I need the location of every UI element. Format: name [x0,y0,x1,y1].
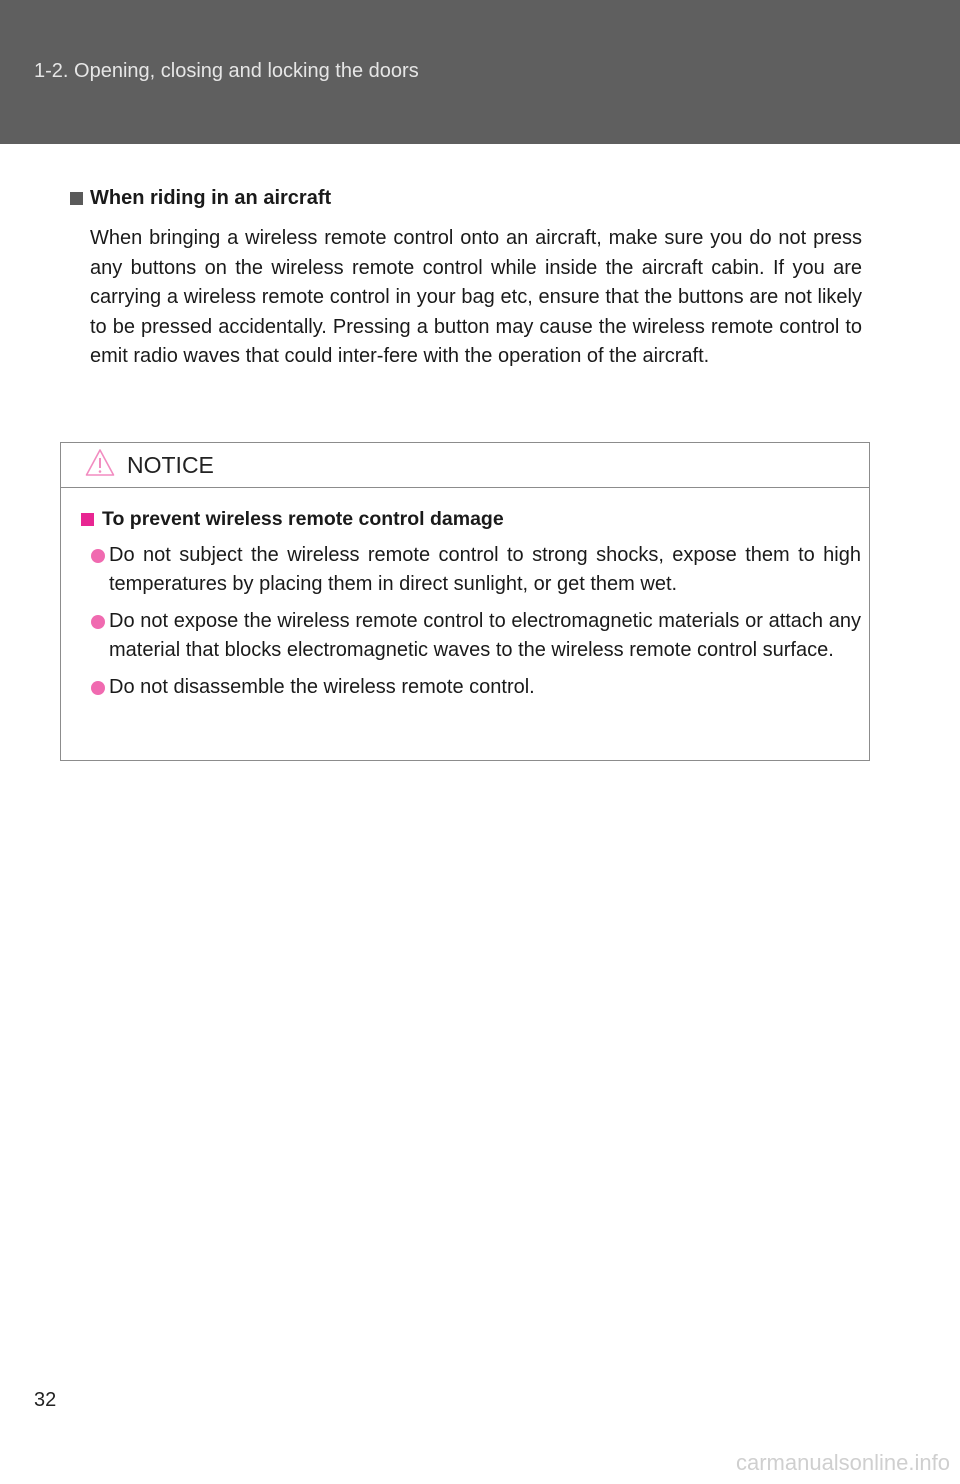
bullet-dot-icon [91,615,105,629]
notice-item-text: Do not subject the wireless remote contr… [109,544,861,595]
notice-header: NOTICE [61,443,869,488]
notice-item: Do not disassemble the wireless remote c… [81,673,861,702]
notice-heading-text: To prevent wireless remote control damag… [102,508,504,530]
watermark: carmanualsonline.info [735,1450,950,1475]
notice-heading: To prevent wireless remote control damag… [81,505,861,533]
notice-item-text: Do not expose the wireless remote contro… [109,610,861,661]
aircraft-section: When riding in an aircraft When bringing… [70,184,862,372]
notice-content: To prevent wireless remote control damag… [81,505,861,702]
chapter-title: 1-2. Opening, closing and locking the do… [34,60,419,82]
notice-item-text: Do not disassemble the wireless remote c… [109,676,535,698]
bullet-dot-icon [91,681,105,695]
square-bullet-icon [70,191,83,205]
notice-title: NOTICE [127,452,214,478]
page-header: 1-2. Opening, closing and locking the do… [0,0,960,144]
notice-item: Do not subject the wireless remote contr… [81,541,861,599]
warning-triangle-icon [85,449,115,476]
page-number: 32 [34,1389,57,1411]
section-heading-text: When riding in an aircraft [90,187,332,209]
pink-square-bullet-icon [81,512,94,526]
section-body: When bringing a wireless remote control … [90,227,862,367]
notice-box: NOTICE To prevent wireless remote contro… [60,442,870,761]
bullet-dot-icon [91,549,105,563]
notice-item: Do not expose the wireless remote contro… [81,607,861,665]
section-heading: When riding in an aircraft [70,184,862,212]
